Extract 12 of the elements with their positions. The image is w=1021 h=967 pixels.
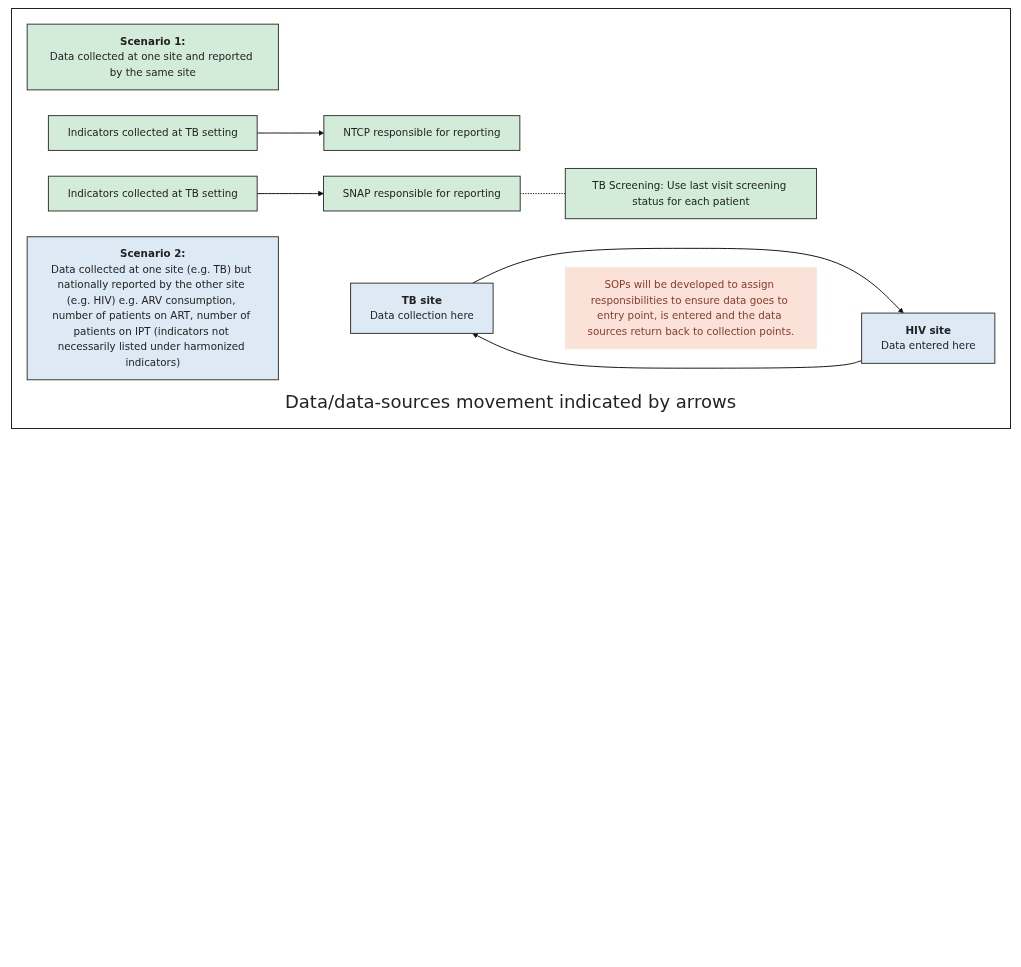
node-box: TB site Data collection here — [349, 282, 494, 334]
node-box: Indicators collected at TB setting — [47, 115, 258, 151]
node-box: Indicators collected at TB setting — [47, 175, 258, 212]
node-box: Scenario 1: Data collected at one site and reported by the same site — [26, 23, 279, 91]
node-box: NTCP responsible for reporting — [322, 115, 520, 151]
connector — [519, 193, 566, 195]
node-box: Scenario 2: Data collected at one site (e.g. TB) but nationally reported by the other site (e.g. HIV) e.g. ARV consumption, number of patients on ART, number of patients on IPT (indicators not necessarily listed under harmonized indicators) — [26, 236, 279, 381]
node-box: SOPs will be developed to assign responsibilities to ensure data goes to entry point, is entered and the data sources return back to collection points. — [564, 267, 817, 350]
node-box: HIV site Data entered here — [860, 312, 995, 364]
node-box: SNAP responsible for reporting — [322, 175, 521, 212]
node-box: TB Screening: Use last visit screening status for each patient — [564, 167, 817, 220]
note-text: Data/data-sources movement indicated by arrows — [283, 390, 738, 412]
